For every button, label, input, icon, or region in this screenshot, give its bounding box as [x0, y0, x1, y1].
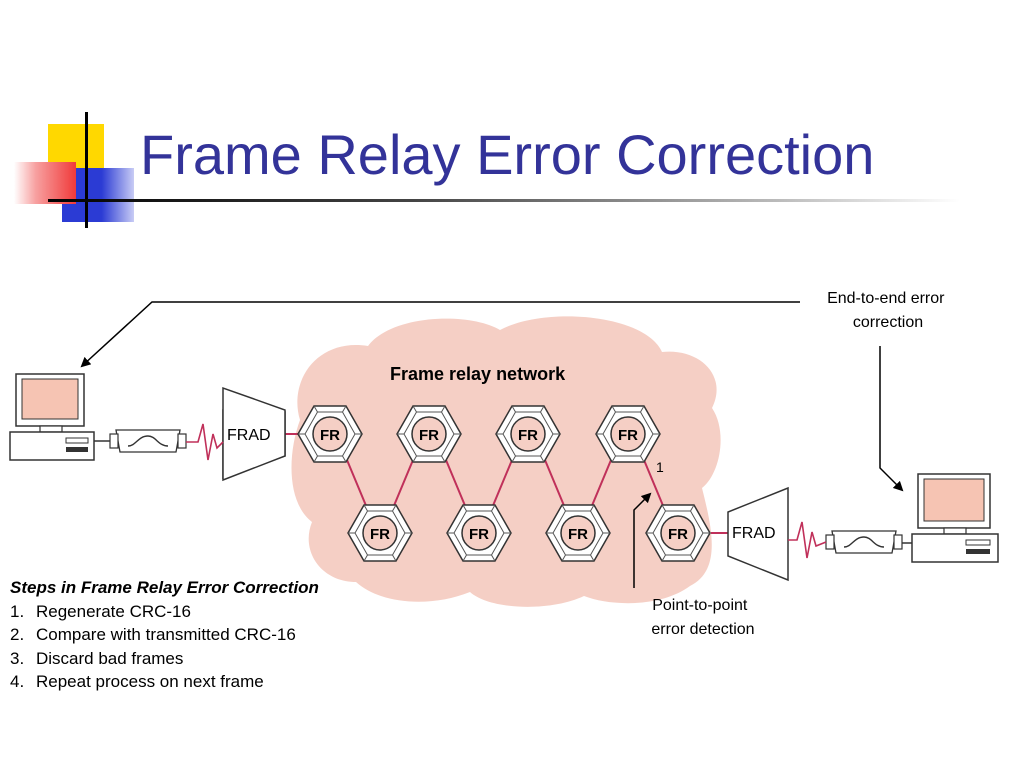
- list-item-number: 2.: [10, 625, 25, 644]
- frad-right: FRAD: [727, 486, 789, 582]
- list-item-text: Regenerate CRC-16: [36, 601, 191, 621]
- frad-left: FRAD: [222, 386, 286, 482]
- list-item-number: 3.: [10, 648, 25, 668]
- modem-icon: [825, 530, 903, 554]
- cloud-label: Frame relay network: [390, 364, 566, 384]
- router-icon: FR: [568, 526, 588, 543]
- end-to-end-label: End-to-end error correction: [827, 290, 949, 331]
- router-node: FR: [347, 504, 413, 562]
- title-underline: [48, 199, 960, 202]
- monitor-icon: [9, 373, 95, 461]
- router-node: FR: [645, 504, 711, 562]
- end-to-end-arrow-right: [879, 346, 904, 492]
- network-links: [285, 433, 728, 534]
- list-item: 3. Discard bad frames: [10, 647, 319, 671]
- router-icon: FR: [469, 526, 489, 543]
- router-icon: FR: [370, 526, 390, 543]
- point-to-point-label: Point-to-point error detection: [651, 597, 754, 638]
- slide-title: Frame Relay Error Correction: [140, 123, 875, 186]
- router-icon: FR: [518, 427, 538, 444]
- router-icon: FR: [618, 427, 638, 444]
- list-item: 4. Repeat process on next frame: [10, 670, 319, 694]
- router-node: FR: [595, 405, 661, 463]
- list-item-text: Discard bad frames: [36, 648, 184, 668]
- list-item-text: Repeat process on next frame: [36, 672, 264, 691]
- router-icon: FR: [419, 427, 439, 444]
- steps-heading: Steps in Frame Relay Error Correction: [10, 578, 319, 597]
- deco-red-square: [14, 162, 76, 204]
- svg-text:FRAD: FRAD: [732, 525, 776, 542]
- monitor-icon: [911, 473, 999, 563]
- list-item-text: Compare with transmitted CRC-16: [36, 625, 296, 644]
- router-node: FR: [297, 405, 363, 463]
- router-node: FR: [446, 504, 512, 562]
- router-icon: FR: [668, 526, 688, 543]
- list-item-number: 1.: [10, 601, 25, 621]
- router-node: FR: [495, 405, 561, 463]
- svg-text:FRAD: FRAD: [227, 427, 271, 444]
- point-to-point-arrow: [633, 492, 652, 588]
- router-node: FR: [396, 405, 462, 463]
- list-item: 2. Compare with transmitted CRC-16: [10, 623, 319, 647]
- steps-list: Steps in Frame Relay Error Correction 1.…: [10, 576, 319, 694]
- router-icon: FR: [320, 427, 340, 444]
- router-node: FR: [545, 504, 611, 562]
- line-signal-left: [186, 423, 224, 461]
- error-marker: 1: [656, 459, 664, 475]
- deco-vertical-line: [85, 112, 88, 228]
- list-item: 1. Regenerate CRC-16: [10, 600, 319, 624]
- end-to-end-arrow: [80, 301, 800, 368]
- list-item-number: 4.: [10, 672, 25, 691]
- modem-icon: [109, 429, 187, 453]
- line-signal-right: [788, 521, 827, 559]
